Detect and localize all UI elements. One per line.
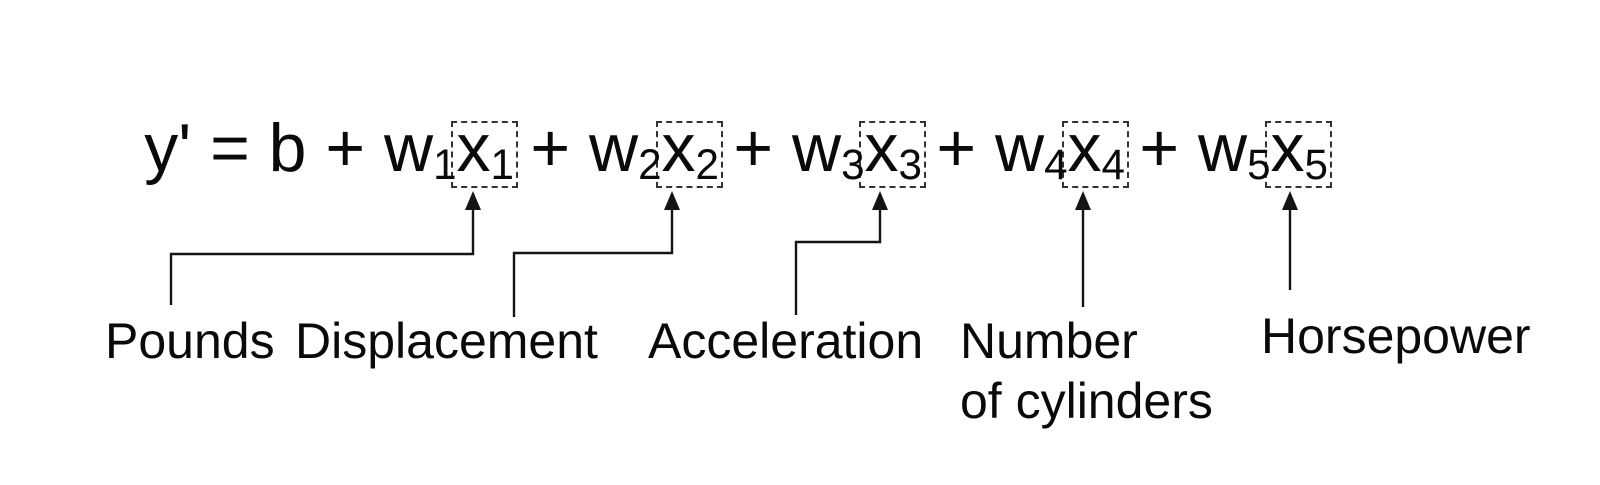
x4-dashed-box <box>1062 121 1129 188</box>
term-2-pre: + w <box>530 110 639 186</box>
pounds-to-x1-connector <box>169 191 481 305</box>
pounds-connector-line <box>169 204 475 305</box>
x1-dashed-box <box>451 121 518 188</box>
term-1-x-subscript: 1 <box>490 140 514 188</box>
x2-arrowhead-icon <box>664 191 680 210</box>
term-2-w-subscript: 2 <box>638 140 662 188</box>
term-2-x-subscript: 2 <box>695 140 719 188</box>
equation-term-1: y' = b + w1x1 <box>144 113 514 192</box>
term-5-x-subscript: 5 <box>1304 140 1328 188</box>
equation-term-2: + w2x2 <box>530 113 719 192</box>
feature-label-displacement: Displacement <box>295 311 598 371</box>
x5-arrowhead-icon <box>1282 191 1298 210</box>
term-3-x: x <box>864 110 899 186</box>
feature-label-horsepower: Horsepower <box>1261 306 1531 366</box>
x4-arrowhead-icon <box>1075 191 1091 210</box>
x5-dashed-box <box>1265 121 1332 188</box>
acceleration-to-x3-connector <box>794 191 888 315</box>
displacement-to-x2-connector <box>512 191 680 317</box>
feature-label-cylinders-line2: of cylinders <box>960 373 1213 429</box>
feature-label-cylinders-line1: Number <box>960 313 1138 369</box>
horsepower-to-x5-connector <box>1282 191 1298 290</box>
displacement-connector-line <box>512 204 674 317</box>
term-3-x-subscript: 3 <box>898 140 922 188</box>
x2-dashed-box <box>656 121 723 188</box>
term-5-x: x <box>1270 110 1305 186</box>
term-4-x: x <box>1067 110 1102 186</box>
term-5-pre: + w <box>1139 110 1248 186</box>
feature-label-acceleration-text: Acceleration <box>648 313 924 369</box>
term-1-w-subscript: 1 <box>433 140 457 188</box>
x3-arrowhead-icon <box>872 191 888 210</box>
term-4-pre: + w <box>936 110 1045 186</box>
equation-term-5: + w5x5 <box>1139 113 1328 192</box>
term-3-pre: + w <box>733 110 842 186</box>
acceleration-connector-line <box>794 204 882 315</box>
term-5-w-subscript: 5 <box>1247 140 1271 188</box>
cylinders-to-x4-connector <box>1075 191 1091 307</box>
equation-term-3: + w3x3 <box>733 113 922 192</box>
equation-term-4: + w4x4 <box>936 113 1125 192</box>
term-2-x: x <box>661 110 696 186</box>
feature-label-pounds-text: Pounds <box>105 313 275 369</box>
feature-label-acceleration: Acceleration <box>648 311 923 371</box>
feature-label-pounds: Pounds <box>105 311 275 371</box>
x1-arrowhead-icon <box>465 191 481 210</box>
feature-label-horsepower-text: Horsepower <box>1261 308 1531 364</box>
term-4-w-subscript: 4 <box>1044 140 1068 188</box>
term-4-x-subscript: 4 <box>1101 140 1125 188</box>
feature-label-displacement-text: Displacement <box>295 313 598 369</box>
x3-dashed-box <box>859 121 926 188</box>
term-3-w-subscript: 3 <box>841 140 865 188</box>
term-1-pre: y' = b + w <box>144 110 434 186</box>
term-1-x: x <box>456 110 491 186</box>
